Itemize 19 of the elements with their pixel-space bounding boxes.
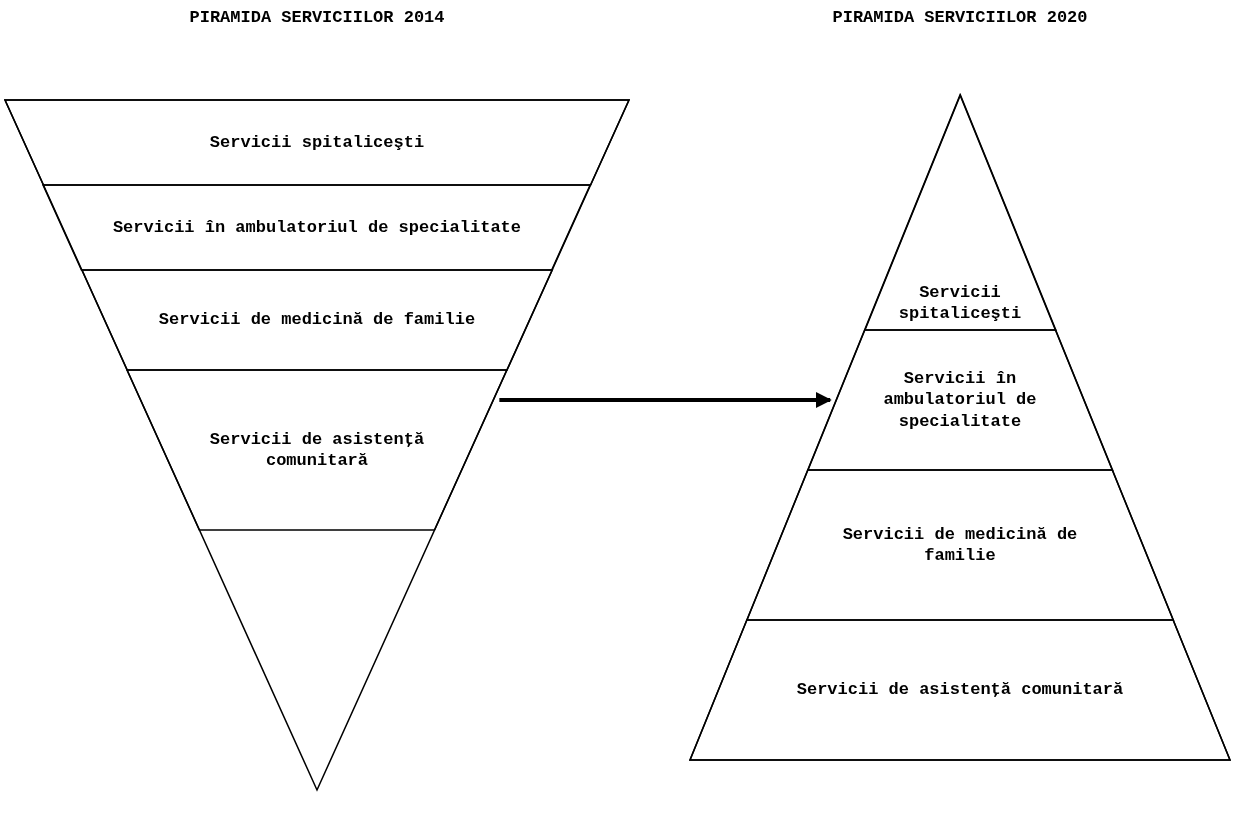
pyramid-tier [5, 100, 629, 185]
pyramid-tier [807, 330, 1113, 470]
pyramid-tier [690, 620, 1230, 760]
tier-label: Servicii de medicină de familie [841, 523, 1079, 567]
tier-label: Servicii de asistenţă comunitară [795, 679, 1125, 701]
tier-label: Servicii în ambulatoriul de specialitate [882, 368, 1038, 432]
pyramid-tier [81, 270, 553, 370]
tier-label: Servicii spitaliceşti [897, 281, 1023, 324]
pyramid-tier [864, 95, 1056, 330]
tier-label: Servicii de asistenţă comunitară [208, 428, 426, 472]
pyramid-title: PIRAMIDA SERVICIILOR 2020 [832, 8, 1088, 27]
pyramid-tier [43, 185, 591, 270]
pyramid-title: PIRAMIDA SERVICIILOR 2014 [189, 8, 445, 27]
pyramid-tier [127, 370, 507, 530]
tier-label: Servicii spitaliceşti [208, 131, 426, 154]
arrow [499, 392, 832, 408]
tier-label: Servicii de medicină de familie [157, 309, 477, 331]
tier-label: Servicii în ambulatoriul de specialitate [111, 216, 522, 239]
pyramid-tier [746, 470, 1174, 620]
